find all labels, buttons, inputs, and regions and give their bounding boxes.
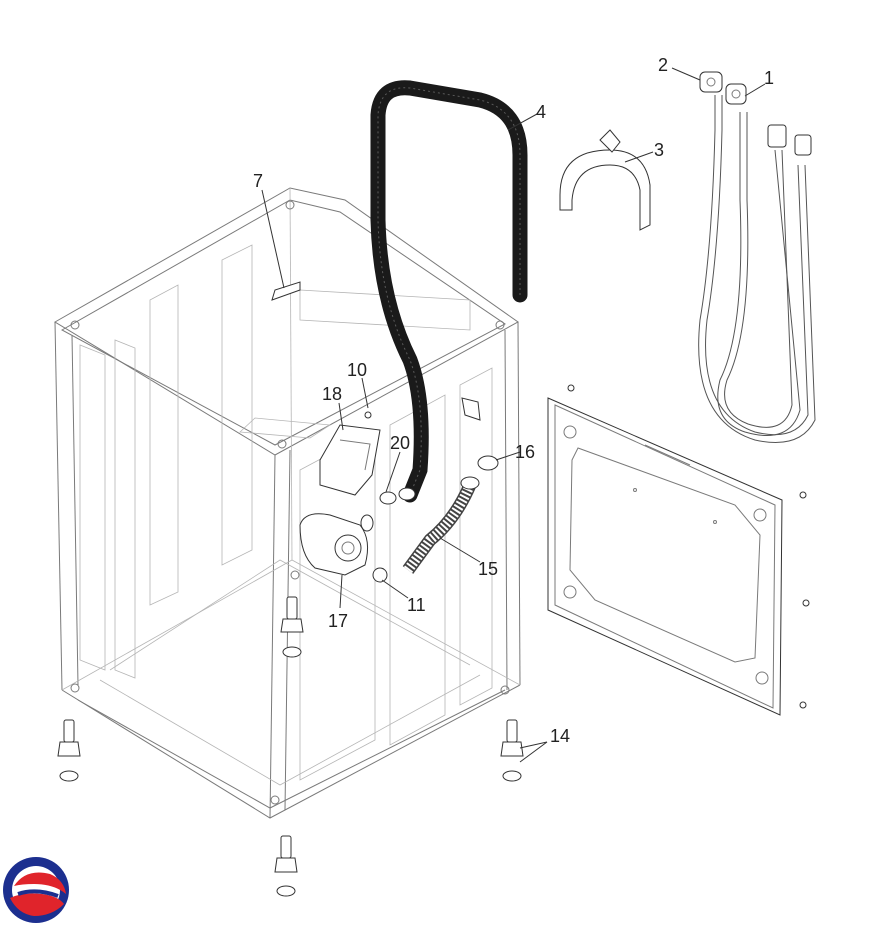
callout-15: 15 (478, 559, 498, 579)
drain-pump (271, 281, 481, 583)
callout-4: 4 (536, 102, 546, 122)
callout-3: 3 (654, 140, 664, 160)
corrugated-hose (402, 476, 480, 574)
callout-10: 10 (347, 360, 367, 380)
callout-16: 16 (515, 442, 535, 462)
hose-hanger (559, 129, 651, 231)
callout-17: 17 (328, 611, 348, 631)
callout-2: 2 (658, 55, 668, 75)
callout-1: 1 (764, 68, 774, 88)
brand-logo (3, 857, 69, 923)
inlet-hoses (698, 71, 816, 443)
hose-clamps (379, 455, 499, 505)
leveling-feet (57, 596, 524, 897)
back-panel (547, 384, 810, 716)
drain-hose (370, 80, 528, 503)
callout-20: 20 (390, 433, 410, 453)
callout-11: 11 (407, 595, 426, 615)
callout-18: 18 (322, 384, 342, 404)
leader-lines (261, 67, 766, 763)
callout-7: 7 (253, 171, 263, 191)
cabinet-frame (54, 187, 521, 819)
callout-14: 14 (550, 726, 570, 746)
callouts: 1 2 3 4 7 10 11 14 15 16 17 18 20 (253, 55, 774, 746)
